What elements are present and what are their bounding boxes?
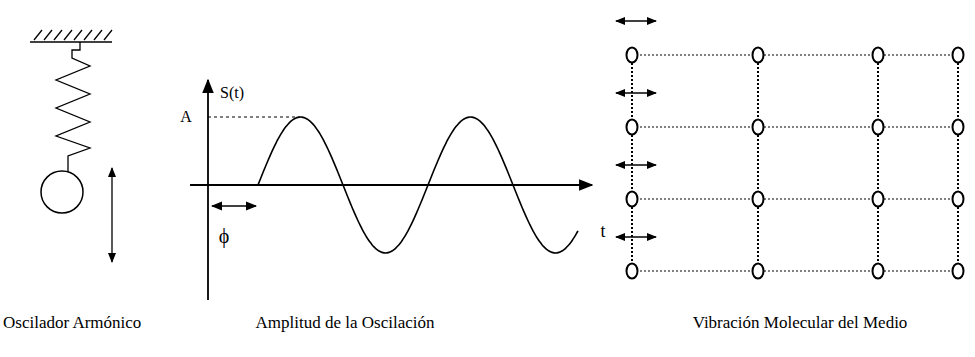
- caption: Oscilador Armónico: [3, 314, 141, 333]
- vibration-arrow: [616, 236, 656, 237]
- molecule: [753, 48, 764, 63]
- lattice-link: [632, 271, 958, 272]
- molecule: [953, 48, 964, 63]
- caption: Amplitud de la Oscilación: [256, 314, 435, 333]
- molecule: [953, 192, 964, 207]
- vibration-arrow: [616, 164, 656, 165]
- vibration-arrow: [616, 92, 656, 93]
- molecule: [753, 264, 764, 279]
- lattice-link: [631, 55, 633, 271]
- axis-label: t: [600, 222, 605, 242]
- molecule: [953, 264, 964, 279]
- lattice-link: [632, 55, 958, 56]
- molecule: [627, 192, 638, 207]
- lattice-link: [632, 127, 958, 128]
- axis-label: S(t): [220, 84, 244, 102]
- molecule: [627, 264, 638, 279]
- lattice-link: [632, 199, 958, 200]
- phase-label: ϕ: [219, 225, 230, 247]
- molecule: [953, 120, 964, 135]
- lattice-link: [757, 55, 759, 271]
- molecule: [753, 192, 764, 207]
- spring-oscillator: [30, 30, 112, 262]
- molecular-lattice: [616, 21, 964, 279]
- lattice-link: [877, 55, 879, 271]
- molecule: [873, 120, 884, 135]
- molecule: [753, 120, 764, 135]
- molecule: [873, 192, 884, 207]
- molecule: [627, 48, 638, 63]
- molecule: [873, 264, 884, 279]
- caption: Vibración Molecular del Medio: [693, 314, 908, 333]
- amplitude-label: A: [180, 108, 192, 126]
- molecule: [873, 48, 884, 63]
- vibration-arrow: [616, 20, 656, 21]
- lattice-link: [957, 55, 959, 271]
- oscillation-graph: [190, 80, 592, 300]
- molecule: [627, 120, 638, 135]
